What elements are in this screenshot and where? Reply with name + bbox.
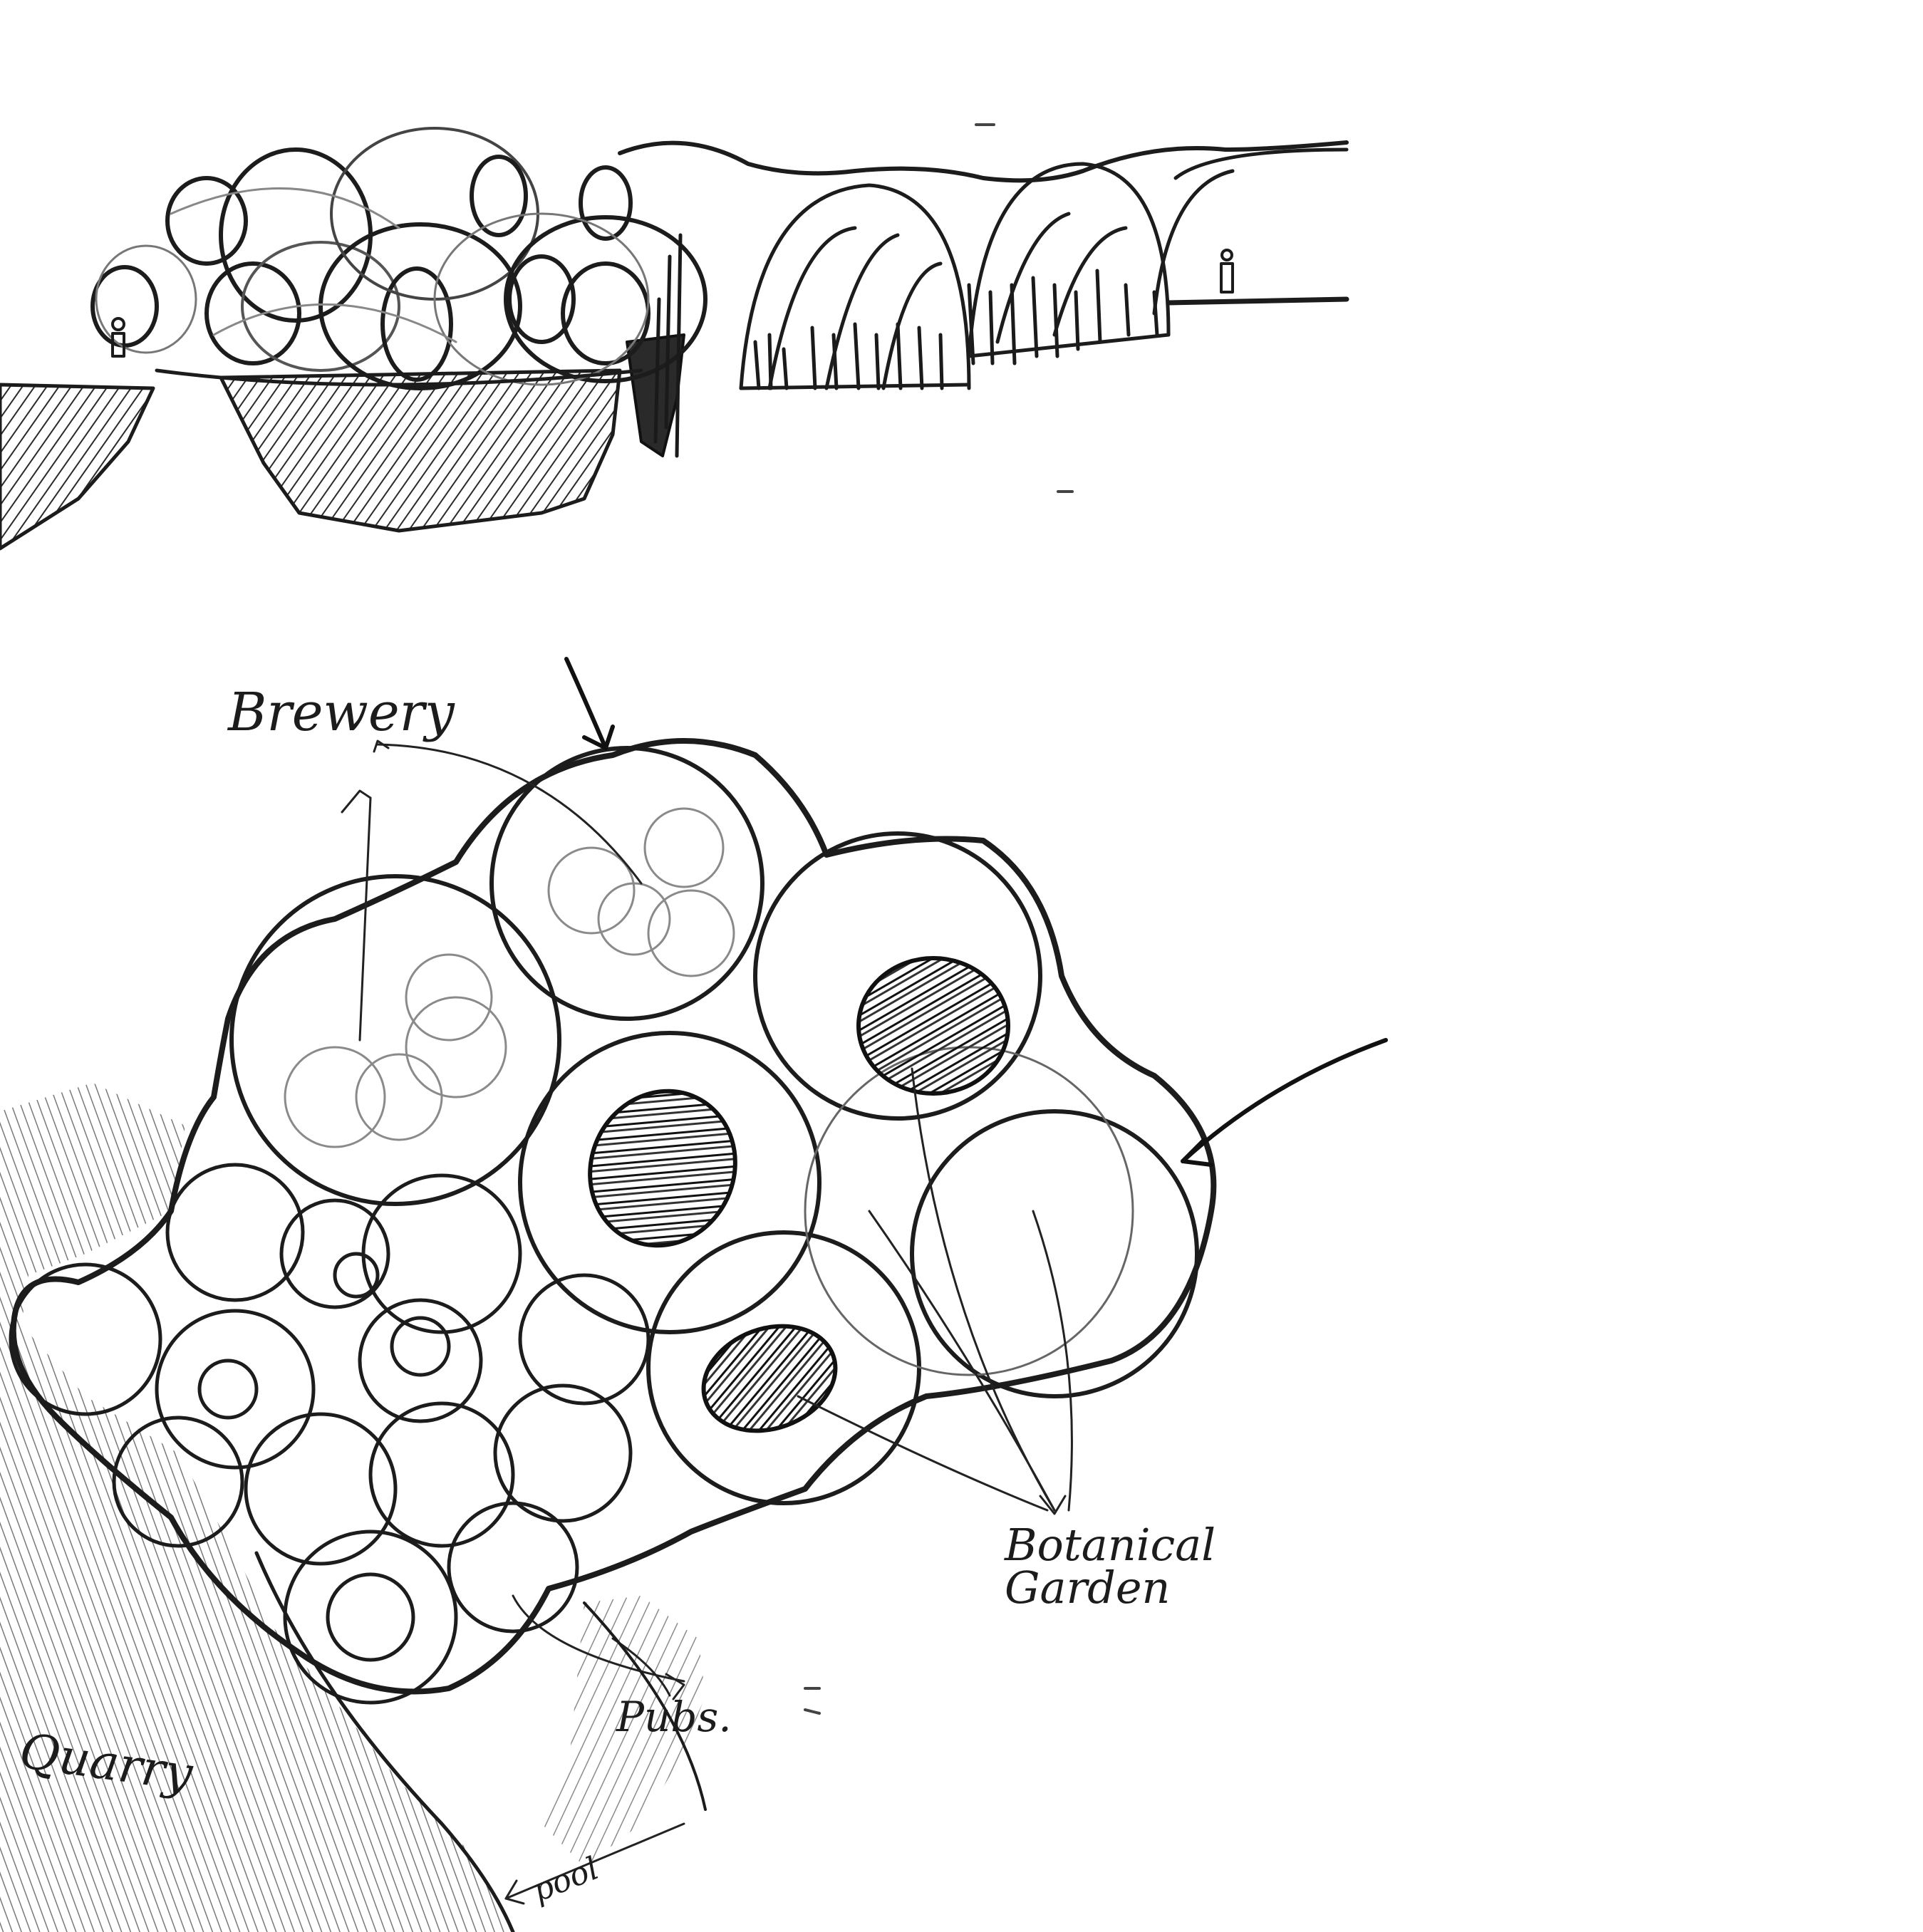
- pub-bubbles: [9, 1163, 650, 1705]
- pool-hatch: [541, 1596, 705, 1866]
- label-brewery: Brewery: [227, 682, 455, 743]
- pool-edge: [583, 1601, 707, 1811]
- basin-hatch: [219, 368, 622, 533]
- grass-strokes: [653, 233, 1159, 458]
- cluster-outline: [10, 738, 1217, 1695]
- brewery-tank-circles: [284, 807, 735, 1148]
- canopy-outline-lower: [1173, 147, 1349, 180]
- arrow-shaft: [358, 796, 372, 1042]
- botanical-beds: [588, 956, 1010, 1433]
- pool-arrow: [504, 1822, 685, 1905]
- botanical-arrows: [797, 1067, 1073, 1515]
- elevation-sketch: [0, 127, 1349, 551]
- quarry-hatch: [0, 1083, 513, 1932]
- label-pubs: Pubs.: [616, 1693, 732, 1741]
- label-botanical-garden-line1: Botanical: [1004, 1519, 1216, 1571]
- brewery-arrows: [341, 739, 643, 1042]
- bubble-cluster: [90, 127, 707, 390]
- label-pool: pool: [527, 1850, 603, 1909]
- canopy-outline: [618, 140, 1349, 183]
- cells-large: [229, 746, 1199, 1505]
- person-figure-left: [111, 317, 125, 358]
- quarry-edge: [254, 1551, 515, 1932]
- entrance-arrows: [564, 657, 1388, 1167]
- ground-line-right: [1166, 296, 1349, 306]
- label-botanical-garden-line2: Garden: [1005, 1562, 1170, 1614]
- ground-slope-hatch: [0, 383, 155, 551]
- plan-sketch: [0, 123, 1388, 1932]
- person-figure-right: [1220, 249, 1234, 294]
- pencil-marks: [804, 123, 1074, 1715]
- glasshouse-domes: [739, 162, 1235, 390]
